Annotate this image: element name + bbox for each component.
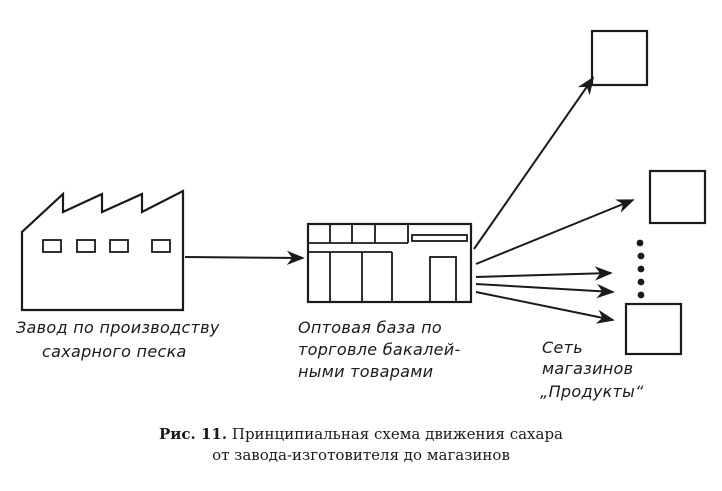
shops-label-line-3: „Продукты“ bbox=[540, 382, 644, 401]
wholesale-label: Оптовая база по торговле бакалей- ными т… bbox=[298, 318, 466, 381]
arrow-to-shop-4 bbox=[475, 283, 615, 299]
wholesale-label-line-2: торговле бакалей- bbox=[298, 340, 461, 359]
shops-label-line-1: Сеть bbox=[542, 338, 583, 357]
arrows-base-to-shops bbox=[473, 76, 635, 324]
caption-text-1: Принципиальная схема движения сахара bbox=[231, 425, 563, 443]
wholesale-label-line-3: ными товарами bbox=[298, 362, 433, 381]
factory-icon bbox=[20, 189, 185, 312]
shop-box-1 bbox=[590, 29, 649, 87]
figure-label: Рис. 11. bbox=[159, 425, 228, 443]
more-shops-dots bbox=[636, 239, 645, 299]
factory-label: Завод по производству сахарного песка bbox=[16, 318, 225, 361]
wholesale-base-icon bbox=[306, 222, 473, 304]
arrow-to-shop-1 bbox=[473, 76, 595, 250]
figure-caption: Рис. 11. Принципиальная схема движения с… bbox=[0, 424, 722, 466]
shop-box-3 bbox=[624, 302, 683, 356]
factory-label-line-2: сахарного песка bbox=[42, 342, 187, 361]
factory-label-line-1: Завод по производству bbox=[16, 318, 220, 337]
caption-line-2: от завода-изготовителя до магазинов bbox=[212, 446, 510, 464]
wholesale-label-line-1: Оптовая база по bbox=[298, 318, 442, 337]
shop-box-2 bbox=[648, 169, 707, 225]
shops-label: Сеть магазинов „Продукты“ bbox=[540, 338, 644, 401]
shops-label-line-2: магазинов bbox=[542, 359, 633, 378]
caption-line-1: Рис. 11. Принципиальная схема движения с… bbox=[0, 424, 722, 445]
sugar-distribution-diagram: Завод по производству сахарного песка Оп… bbox=[16, 29, 707, 401]
arrow-factory-to-base bbox=[184, 250, 305, 266]
arrow-to-shop-3 bbox=[475, 266, 613, 281]
arrow-to-shop-2 bbox=[475, 199, 635, 265]
arrow-to-shop-5 bbox=[475, 291, 615, 324]
